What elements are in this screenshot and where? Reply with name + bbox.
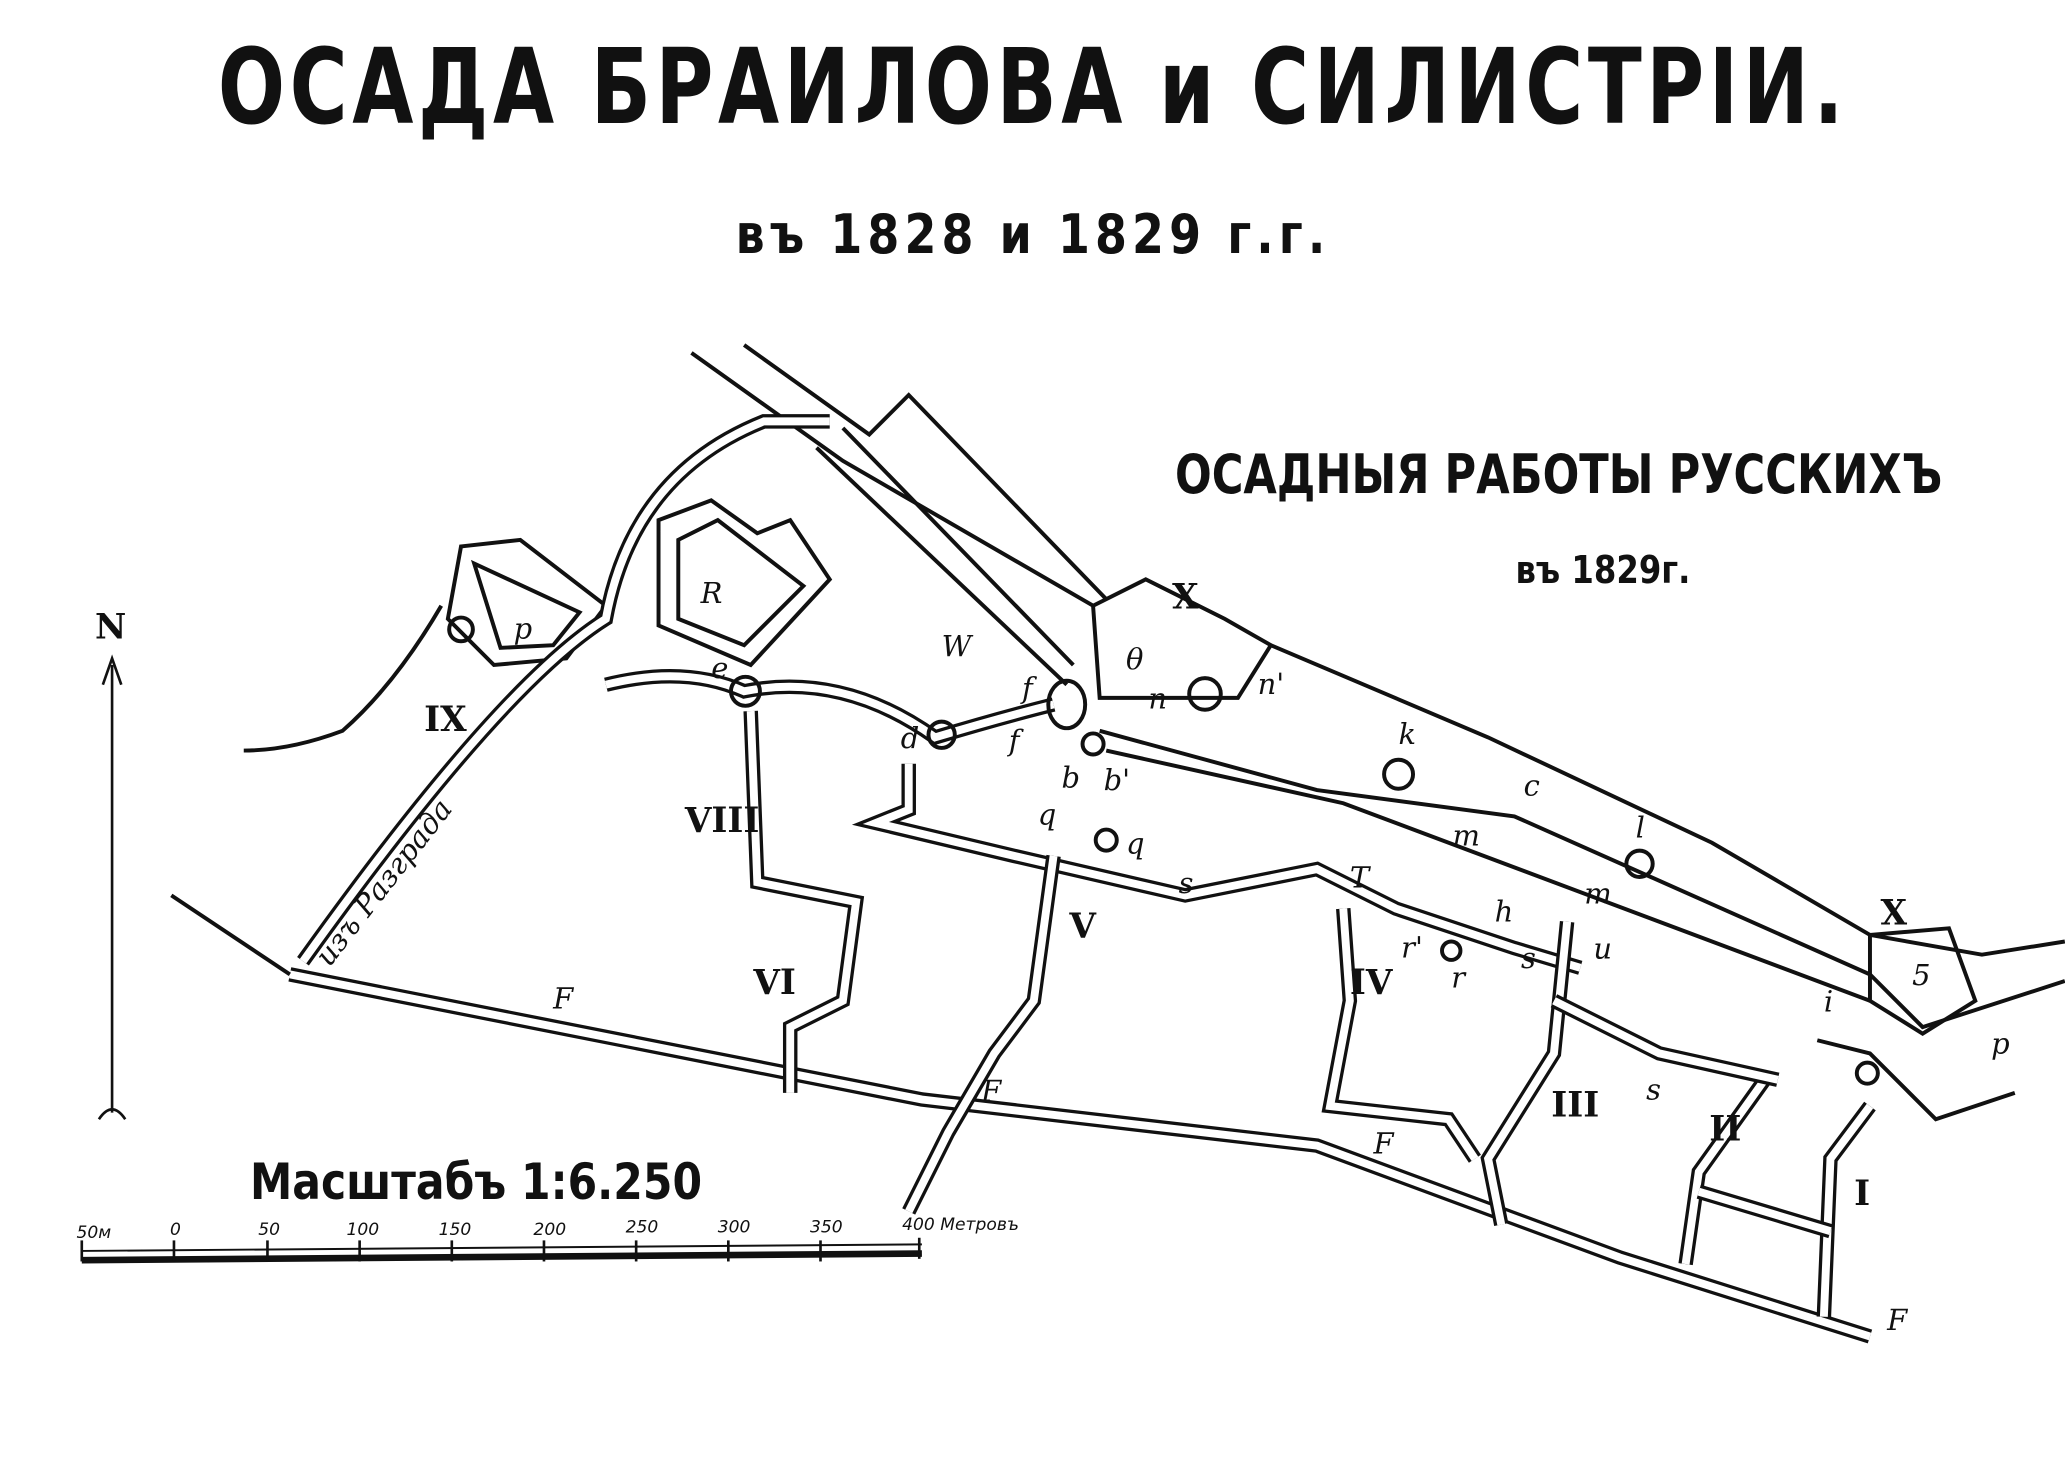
label-k: k	[1399, 717, 1417, 751]
label-l: l	[1636, 810, 1645, 844]
scale-tick: 250	[626, 1217, 659, 1237]
label-u: u	[1593, 932, 1612, 966]
label-b-prime: b'	[1104, 763, 1131, 797]
scale-bar: 50м 0 50 100 150 200 250 300 350 400 Мет…	[77, 1215, 1019, 1264]
label-5: 5	[1912, 958, 1930, 992]
north-arrow-icon: N	[95, 608, 127, 1121]
label-q: q	[1126, 826, 1145, 860]
label-VI: VI	[752, 963, 796, 1003]
label-IV: IV	[1350, 963, 1394, 1003]
road-label: изъ Разграда	[308, 792, 459, 972]
battery-marker	[1382, 757, 1416, 791]
label-W: W	[942, 629, 974, 663]
label-i: i	[1824, 984, 1833, 1018]
label-c: c	[1524, 768, 1540, 802]
label-m: m	[1584, 876, 1611, 910]
scale-tick: 50	[258, 1220, 280, 1240]
battery-marker	[1624, 848, 1655, 879]
label-F: F	[1373, 1126, 1395, 1160]
scale-tick: 300	[718, 1217, 751, 1237]
battery-marker	[1440, 939, 1463, 962]
map-subtitle: въ 1828 и 1829 г.г.	[735, 203, 1330, 266]
scale-title: Масштабъ 1:6.250	[250, 1153, 703, 1211]
label-s: s	[1521, 941, 1536, 975]
scale-tick: 0	[170, 1220, 181, 1240]
label-r-prime: r'	[1401, 930, 1423, 964]
label-F: F	[980, 1074, 1002, 1108]
battery-marker	[1187, 676, 1223, 712]
north-label: N	[95, 608, 126, 648]
label-F: F	[552, 982, 574, 1016]
label-F: F	[1886, 1303, 1908, 1337]
label-T: T	[1350, 861, 1372, 895]
label-s: s	[1646, 1073, 1661, 1107]
siege-works-heading: ОСАДНЫЯ РАБОТЫ РУССКИХЪ	[1175, 443, 1943, 506]
label-b: b	[1061, 760, 1080, 794]
label-n-prime: n'	[1258, 667, 1285, 701]
label-VIII: VIII	[684, 801, 760, 841]
siege-works-year: въ 1829г.	[1515, 548, 1691, 592]
scale-tick: 150	[439, 1220, 472, 1240]
label-p: p	[514, 612, 533, 646]
map-title: ОСАДА БРАИЛОВА и СИЛИСТРІИ.	[217, 26, 1848, 148]
scale-tick: 200	[533, 1220, 566, 1240]
label-d: d	[901, 721, 920, 755]
battery-marker	[728, 674, 762, 708]
label-m: m	[1453, 818, 1480, 852]
batteries	[447, 615, 1880, 1086]
label-I: I	[1854, 1174, 1870, 1214]
label-R: R	[700, 576, 723, 610]
battery-marker	[1854, 1060, 1880, 1086]
battery-marker	[447, 615, 475, 644]
battery-marker	[1080, 731, 1106, 757]
scale-tick: 50м	[77, 1223, 112, 1243]
label-III: III	[1551, 1086, 1599, 1126]
label-e: e	[711, 651, 728, 685]
label-f: f	[1020, 671, 1037, 705]
label-p: p	[1991, 1026, 2010, 1060]
label-r: r	[1451, 961, 1467, 995]
scale-tick: 350	[810, 1217, 843, 1237]
scale-tick: 400 Метровъ	[902, 1215, 1019, 1235]
label-V: V	[1068, 907, 1097, 947]
label-f: f	[1007, 724, 1024, 758]
scale-tick: 100	[346, 1220, 379, 1240]
label-q: q	[1038, 797, 1057, 831]
trenches	[170, 414, 1876, 1344]
label-X: X	[1172, 577, 1199, 617]
label-h: h	[1495, 895, 1514, 929]
battery-marker	[1046, 678, 1088, 731]
battery-marker	[1093, 827, 1119, 853]
label-s: s	[1179, 866, 1194, 900]
battery-marker	[926, 719, 957, 750]
fortress-walls	[445, 343, 2065, 1122]
label-IX: IX	[424, 700, 467, 740]
label-theta: θ	[1126, 642, 1143, 676]
map-labels: IX VIII VI V IV III II I X X p R W e d f…	[308, 576, 2010, 1337]
label-n: n	[1148, 681, 1167, 715]
label-X: X	[1881, 893, 1908, 933]
label-II: II	[1709, 1109, 1741, 1149]
